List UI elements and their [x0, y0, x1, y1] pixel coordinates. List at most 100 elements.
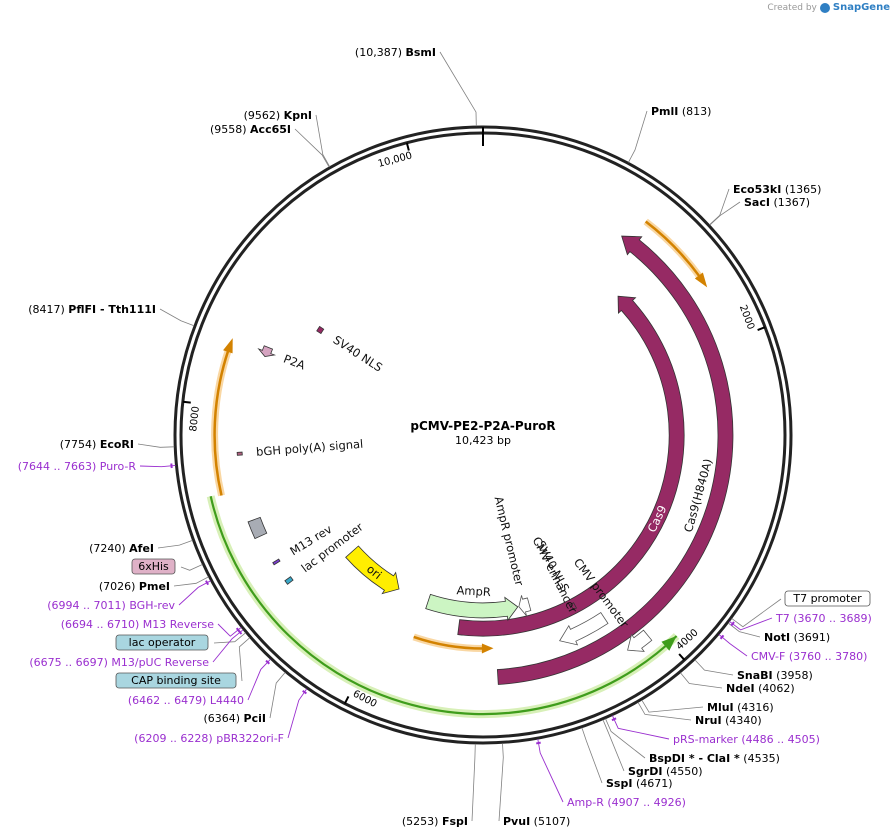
site-position: (3958) — [776, 669, 813, 682]
enzyme-name: KpnI — [284, 109, 312, 122]
enzyme-name: FspI — [442, 815, 468, 828]
primer-name: M13 Reverse — [143, 618, 214, 631]
leader-line — [637, 702, 692, 721]
enzyme-name: NotI — [764, 631, 790, 644]
enzyme-name: SspI — [606, 777, 632, 790]
site-position: (4907 .. 4926) — [607, 796, 686, 809]
leader-line — [269, 672, 286, 719]
leader-line — [641, 699, 704, 713]
enzyme-site-label: (9562) KpnI — [244, 109, 312, 122]
orf-arrows — [211, 218, 708, 654]
enzyme-site-label: (5253) FspI — [402, 815, 468, 828]
tick-label: 2000 — [737, 304, 756, 332]
enzyme-site-label: PmlI (813) — [651, 105, 711, 118]
site-position: (7754) — [60, 438, 97, 451]
site-leader-lines — [137, 51, 782, 822]
plasmid-name: pCMV-PE2-P2A-PuroR — [410, 419, 555, 433]
enzyme-name: SacI — [744, 196, 770, 209]
primer-name: pBR322ori-F — [216, 732, 284, 745]
primer-name: M13/pUC Reverse — [111, 656, 209, 669]
site-position: (7644 .. 7663) — [18, 460, 97, 473]
feature-label-ampr: AmpR — [456, 583, 491, 599]
primer-name: T7 — [775, 612, 790, 625]
orf-arrowhead — [223, 338, 233, 354]
enzyme-site-label: (7026) PmeI — [99, 580, 170, 593]
feature-cmvpromoter — [627, 629, 653, 652]
primer-name: pRS-marker — [673, 733, 738, 746]
site-position: (9558) — [210, 123, 247, 136]
feature-label-sv40nls2: SV40 NLS — [331, 333, 385, 375]
site-position: (4340) — [725, 714, 762, 727]
site-position: (6675 .. 6697) — [29, 656, 108, 669]
site-position: (9562) — [244, 109, 281, 122]
enzyme-name: PmlI — [651, 105, 678, 118]
site-position: (4671) — [636, 777, 673, 790]
leader-line — [213, 632, 246, 644]
leader-line — [611, 715, 670, 740]
leader-line — [180, 564, 203, 571]
orf-arrowhead — [481, 643, 494, 654]
enzyme-site-label: BspDI * - ClaI * (4535) — [649, 752, 780, 765]
site-position: (4062) — [758, 682, 795, 695]
enzyme-site-label: PvuI (5107) — [503, 815, 570, 828]
leader-line — [212, 629, 244, 663]
leader-line — [537, 739, 564, 803]
feature-label-bgh: bGH poly(A) signal — [256, 437, 364, 459]
feature-p2a — [257, 345, 277, 357]
site-position: (8417) — [28, 303, 65, 316]
site-position: (4535) — [743, 752, 780, 765]
enzyme-name: SgrDI — [628, 765, 662, 778]
leader-line — [139, 464, 176, 468]
leader-line — [159, 308, 195, 327]
enzyme-name: NruI — [695, 714, 722, 727]
tick-mark — [182, 400, 191, 404]
leader-line — [157, 540, 193, 549]
feature-box — [115, 672, 237, 689]
enzyme-site-label: SgrDI (4550) — [628, 765, 703, 778]
leader-line — [294, 128, 330, 168]
site-position: (7026) — [99, 580, 136, 593]
leader-line — [137, 443, 175, 448]
primer-name: BGH-rev — [129, 599, 175, 612]
site-position: (4316) — [737, 701, 774, 714]
leader-line — [628, 110, 648, 163]
leader-line — [471, 743, 476, 822]
enzyme-site-label: (7754) EcoRI — [60, 438, 134, 451]
leader-line — [238, 637, 251, 682]
site-position: (6209 .. 6228) — [134, 732, 213, 745]
feature-m13rev — [272, 558, 281, 566]
enzyme-site-label: (9558) Acc65I — [210, 123, 291, 136]
plasmid-length: 10,423 bp — [455, 434, 511, 447]
enzyme-site-label: (10,387) BsmI — [355, 46, 436, 59]
enzyme-name: BspDI * - ClaI * — [649, 752, 740, 765]
feature-amprpromoter — [518, 595, 532, 616]
enzyme-site-label: MluI (4316) — [707, 701, 774, 714]
feature-box — [131, 558, 176, 575]
feature-box-label: CAP binding site — [131, 674, 221, 687]
leader-line — [709, 201, 741, 226]
leader-line — [287, 688, 308, 739]
enzyme-name: PflFI - Tth111I — [68, 303, 156, 316]
orf-arrow — [213, 349, 230, 496]
site-position: (6694 .. 6710) — [61, 618, 140, 631]
site-position: (3691) — [794, 631, 831, 644]
site-position: (3760 .. 3780) — [789, 650, 868, 663]
site-position: (6364) — [203, 712, 240, 725]
enzyme-name: BsmI — [406, 46, 437, 59]
primer-label: (6462 .. 6479) L4440 — [128, 694, 244, 707]
leader-line — [247, 658, 271, 701]
primer-label: (6209 .. 6228) pBR322ori-F — [134, 732, 284, 745]
enzyme-name: SnaBI — [737, 669, 773, 682]
enzyme-site-label: (6364) PciI — [203, 712, 266, 725]
leader-line — [498, 743, 504, 822]
leader-line — [727, 622, 761, 638]
enzyme-site-label: SnaBI (3958) — [737, 669, 813, 682]
enzyme-site-label: SacI (1367) — [744, 196, 810, 209]
leader-line — [709, 188, 730, 226]
tick-mark — [678, 653, 686, 661]
feature-label-cmvenhancer: CMV enhancer — [530, 534, 581, 615]
enzyme-name: PciI — [244, 712, 266, 725]
feature-sv40nls1 — [570, 602, 578, 611]
